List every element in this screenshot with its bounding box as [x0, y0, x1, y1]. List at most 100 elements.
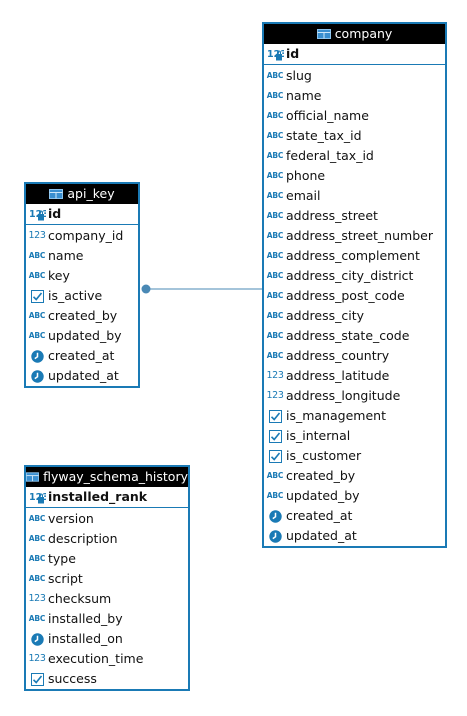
table-company[interactable]: company123idABCslugABCnameABCofficial_na… — [262, 22, 447, 548]
column-name: created_by — [48, 308, 118, 323]
column-name: name — [286, 88, 322, 103]
column-name: created_at — [286, 508, 353, 523]
column-name: installed_on — [48, 631, 123, 646]
column-name: address_state_code — [286, 328, 410, 343]
table-header[interactable]: flyway_schema_history — [26, 467, 188, 487]
text-type-icon: ABC — [266, 191, 284, 200]
column-row[interactable]: updated_at — [264, 526, 445, 546]
column-name: address_city_district — [286, 268, 414, 283]
column-row[interactable]: success — [26, 669, 188, 689]
numeric-type-icon: 123 — [28, 230, 46, 241]
primary-key-column[interactable]: 123installed_rank — [26, 487, 188, 508]
column-name: updated_at — [286, 528, 357, 543]
column-row[interactable]: is_internal — [264, 426, 445, 446]
column-name: is_customer — [286, 448, 362, 463]
column-name: address_latitude — [286, 368, 390, 383]
column-name: type — [48, 551, 76, 566]
column-row[interactable]: is_management — [264, 406, 445, 426]
column-name: checksum — [48, 591, 112, 606]
column-row[interactable]: created_at — [264, 506, 445, 526]
text-type-icon: ABC — [266, 351, 284, 360]
svg-text:123: 123 — [29, 209, 46, 220]
column-name: version — [48, 511, 94, 526]
column-name: state_tax_id — [286, 128, 362, 143]
table-name: api_key — [67, 186, 115, 201]
text-type-icon: ABC — [266, 311, 284, 320]
column-name: address_city — [286, 308, 365, 323]
column-row[interactable]: updated_at — [26, 366, 138, 386]
column-name: execution_time — [48, 651, 144, 666]
column-name: slug — [286, 68, 312, 83]
text-type-icon: ABC — [28, 534, 46, 543]
table-api-key[interactable]: api_key123id123company_idABCnameABCkeyis… — [24, 182, 140, 388]
column-row[interactable]: installed_on — [26, 629, 188, 649]
text-type-icon: ABC — [266, 491, 284, 500]
column-name: key — [48, 268, 70, 283]
column-name: address_complement — [286, 248, 420, 263]
primary-key-icon: 123 — [28, 490, 46, 504]
column-name: official_name — [286, 108, 369, 123]
text-type-icon: ABC — [266, 271, 284, 280]
primary-key-icon: 123 — [266, 47, 284, 61]
table-header[interactable]: api_key — [26, 184, 138, 204]
column-name: id — [48, 206, 62, 221]
primary-key-column[interactable]: 123id — [26, 204, 138, 225]
text-type-icon: ABC — [266, 151, 284, 160]
text-type-icon: ABC — [266, 71, 284, 80]
column-name: is_active — [48, 288, 103, 303]
numeric-type-icon: 123 — [266, 390, 284, 401]
text-type-icon: ABC — [266, 171, 284, 180]
column-name: email — [286, 188, 321, 203]
column-name: address_longitude — [286, 388, 401, 403]
clock-icon — [266, 529, 284, 543]
column-name: created_at — [48, 348, 115, 363]
column-row[interactable]: is_active — [26, 286, 138, 306]
table-flyway-schema-history[interactable]: flyway_schema_history123installed_rankAB… — [24, 465, 190, 691]
svg-text:123: 123 — [267, 49, 284, 60]
column-name: name — [48, 248, 84, 263]
column-row[interactable]: is_customer — [264, 446, 445, 466]
table-icon — [316, 29, 331, 39]
svg-text:123: 123 — [29, 492, 46, 503]
table-header[interactable]: company — [264, 24, 445, 44]
column-name: installed_rank — [48, 489, 148, 504]
column-row[interactable]: created_at — [26, 346, 138, 366]
primary-key-column[interactable]: 123id — [264, 44, 445, 65]
clock-icon — [28, 632, 46, 646]
column-name: company_id — [48, 228, 124, 243]
column-name: success — [48, 671, 97, 686]
column-name: updated_by — [48, 328, 122, 343]
checkbox-icon — [266, 409, 284, 423]
